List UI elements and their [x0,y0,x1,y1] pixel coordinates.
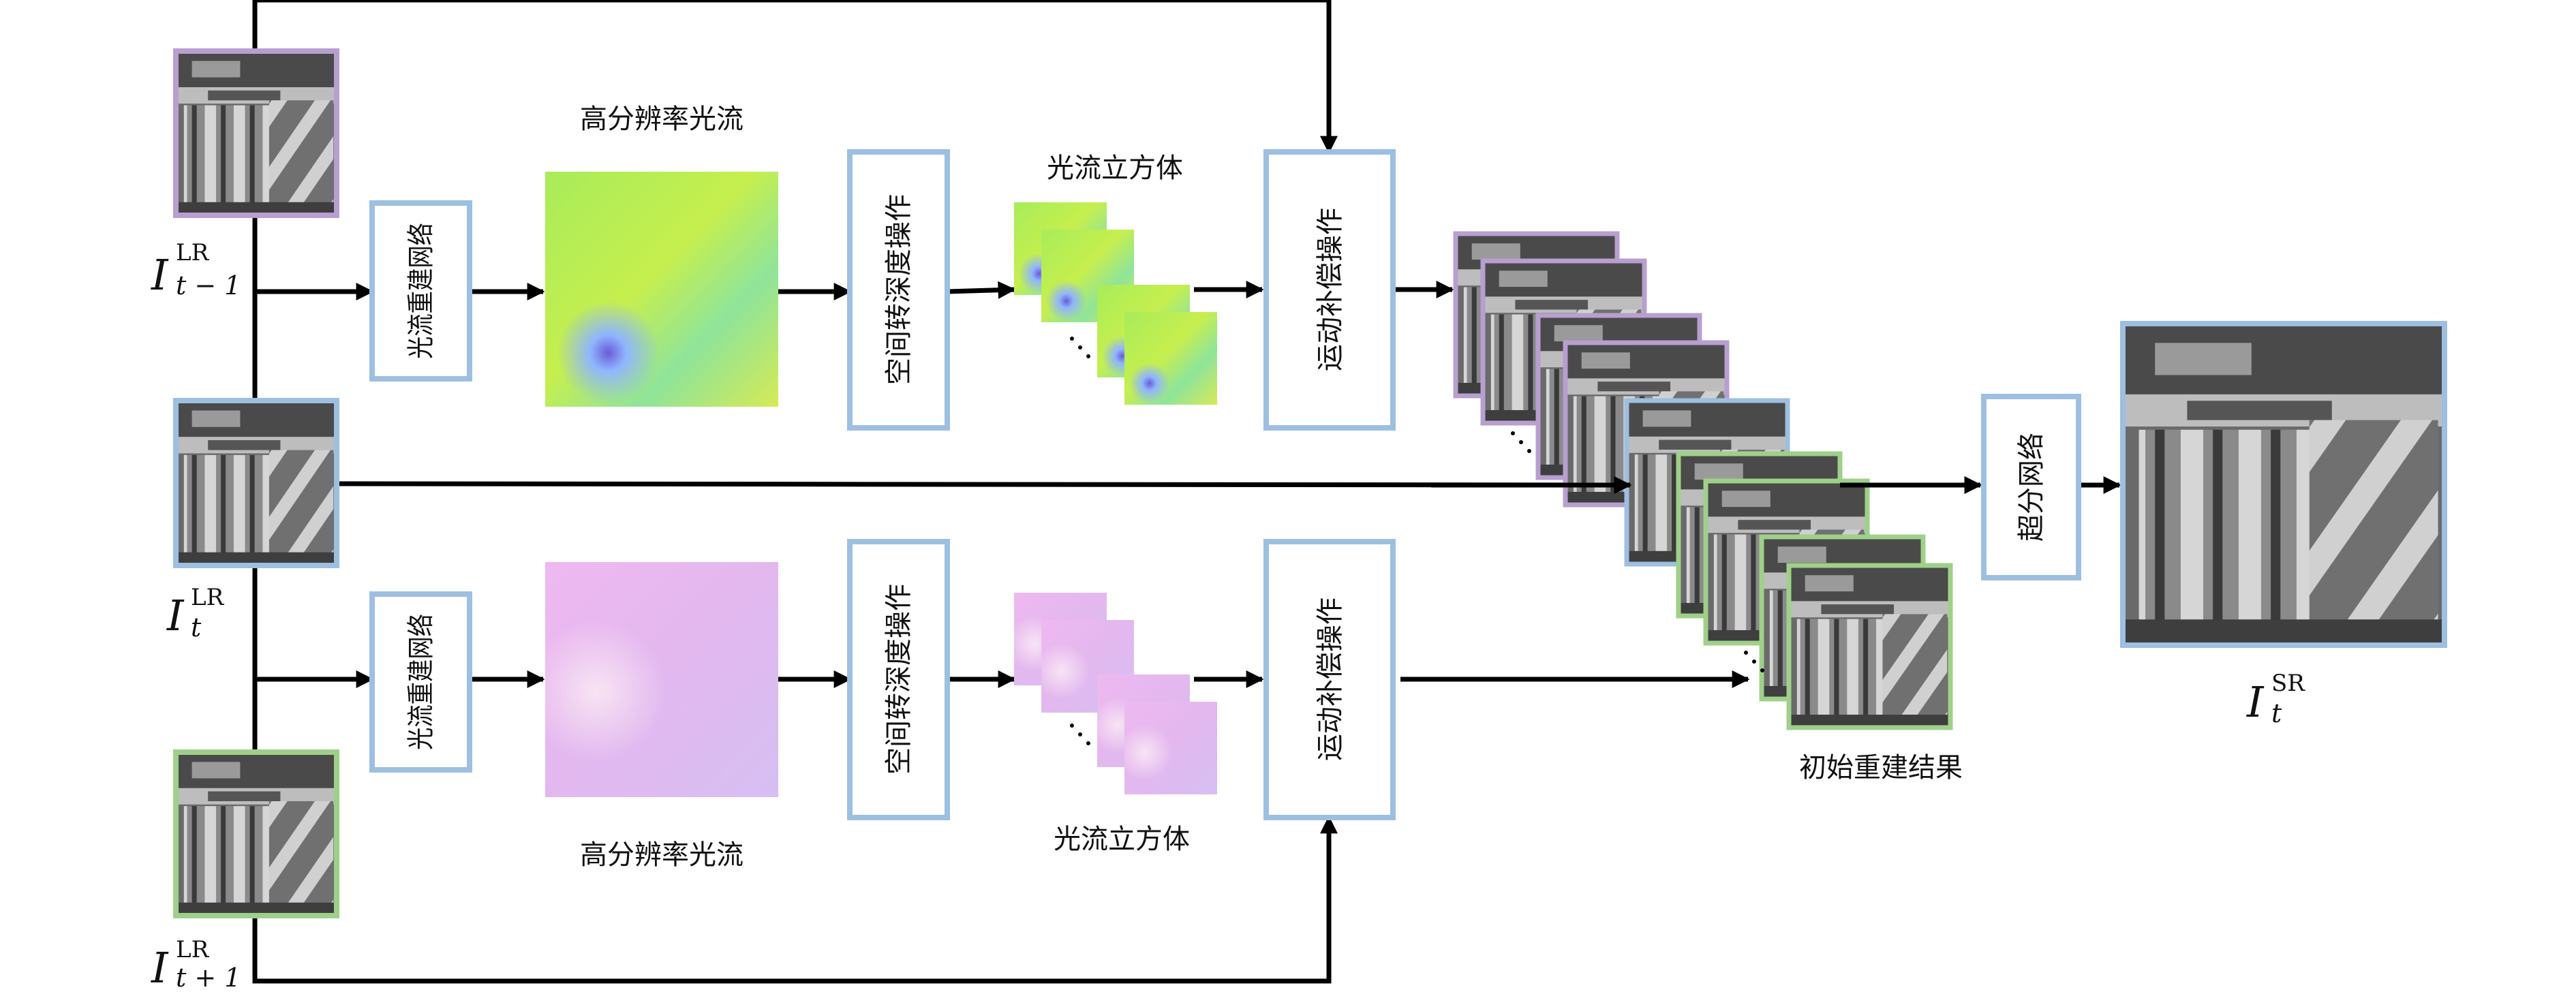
motion-comp-box-upper: 运动补偿操作 [1263,149,1396,431]
hr-flow-caption-lower: 高分辨率光流 [580,839,743,871]
label-I-t-minus-1: I LR t − 1 [151,239,241,300]
svg-text:I: I [2246,677,2265,727]
initial-result-caption: 初始重建结果 [1799,752,1963,783]
svg-text:I: I [151,250,169,300]
arrow-to-cube-1 [947,281,1016,299]
flow-net-box-upper: 光流重建网络 [369,200,472,382]
s2d-box-lower: 空间转深度操作 [847,539,950,820]
ellipsis-dots-lower [1070,724,1090,745]
input-frame-next [173,749,339,918]
hr-flow-lower: 高分辨率光流 [545,562,778,871]
svg-text:t: t [191,612,202,642]
svg-text:t + 1: t + 1 [176,963,241,993]
flow-cube-lower: 光流立方体 [1014,593,1217,855]
arrow-current-to-stack [334,476,1632,494]
flow-cube-caption-lower: 光流立方体 [1054,824,1190,855]
svg-text:LR: LR [191,584,225,611]
output-sr-frame [2120,321,2447,648]
flow-cube-caption-upper: 光流立方体 [1047,153,1183,184]
ellipsis-dots-upper [1070,337,1090,358]
hr-flow-upper: 高分辨率光流 [545,104,778,407]
svg-text:I: I [151,943,169,993]
svg-text:SR: SR [2271,670,2305,697]
motion-comp-label-upper: 运动补偿操作 [1315,208,1346,371]
sr-net-label: 超分网络 [2016,433,2047,542]
sr-net-box: 超分网络 [1981,394,2081,580]
label-I-t-plus-1: I LR t + 1 [151,936,241,993]
input-frame-prev [173,48,339,218]
flow-cube-upper: 光流立方体 [1014,153,1217,405]
ellipsis-dots-stack-purple [1511,431,1531,453]
svg-text:I: I [166,591,185,640]
svg-text:LR: LR [176,239,210,266]
svg-text:t: t [2271,698,2282,728]
stack-green [1676,451,1953,730]
motion-comp-label-lower: 运动补偿操作 [1315,597,1346,761]
s2d-box-upper: 空间转深度操作 [847,149,950,431]
label-I-t: I LR t [166,584,225,642]
motion-comp-box-lower: 运动补偿操作 [1263,539,1396,820]
svg-text:LR: LR [176,936,210,963]
bottom-loop-arrow [252,816,1338,984]
s2d-label-lower: 空间转深度操作 [883,584,915,775]
label-I-t-SR: I SR t [2246,670,2305,728]
flow-net-box-lower: 光流重建网络 [369,591,472,773]
s2d-label-upper: 空间转深度操作 [883,194,915,385]
hr-flow-caption-upper: 高分辨率光流 [580,104,743,135]
svg-text:t − 1: t − 1 [176,270,241,300]
flow-net-label-lower: 光流重建网络 [405,614,437,750]
flow-net-label-upper: 光流重建网络 [405,223,437,359]
ellipsis-dots-stack-green [1744,651,1764,672]
top-loop-arrow [252,0,1338,154]
input-frame-current [173,398,339,568]
initial-result-stack: 初始重建结果 [1453,231,1963,783]
